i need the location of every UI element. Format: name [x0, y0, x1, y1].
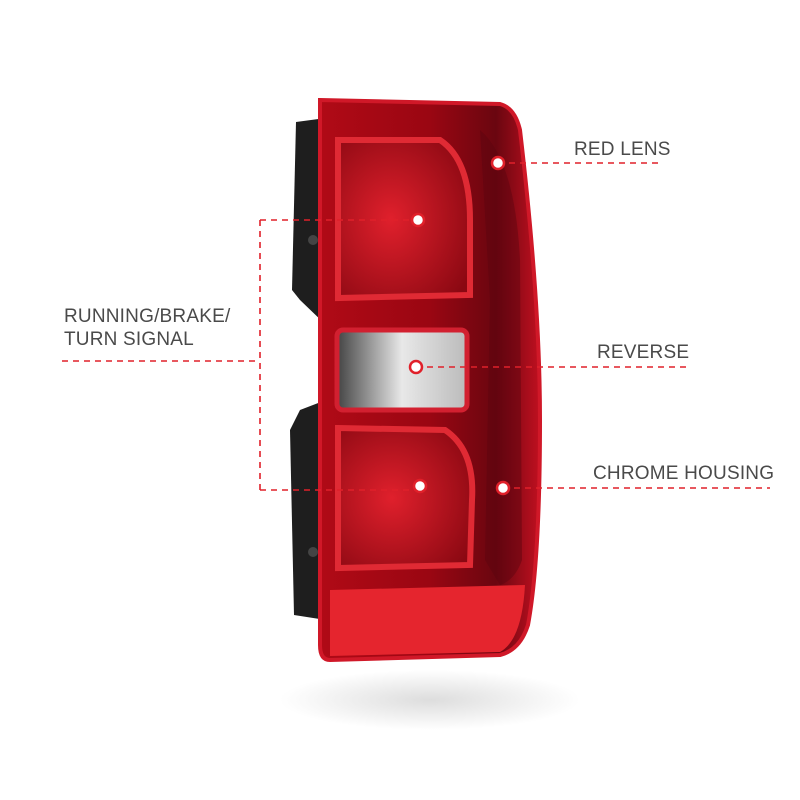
- label-running-line2: TURN SIGNAL: [64, 329, 194, 350]
- upper-lens: [335, 137, 473, 302]
- dot-running-upper: [410, 212, 426, 228]
- dot-red-lens: [490, 155, 506, 171]
- mounting-bracket-upper: [292, 118, 326, 325]
- lower-lens: [335, 424, 476, 572]
- label-running-line1: RUNNING/BRAKE/: [64, 306, 231, 327]
- callout-dots: [408, 155, 511, 496]
- dot-running-lower: [412, 478, 428, 494]
- reverse-lens: [334, 327, 470, 413]
- label-chrome-housing: CHROME HOUSING: [593, 463, 775, 484]
- floor-reflection: [280, 670, 580, 730]
- mounting-bracket-lower: [290, 400, 326, 620]
- dot-chrome-housing: [495, 480, 511, 496]
- callout-lines: [62, 162, 770, 491]
- dot-reverse: [408, 359, 424, 375]
- label-red-lens: RED LENS: [574, 139, 671, 160]
- label-reverse: REVERSE: [597, 342, 690, 363]
- reflector: [330, 585, 525, 656]
